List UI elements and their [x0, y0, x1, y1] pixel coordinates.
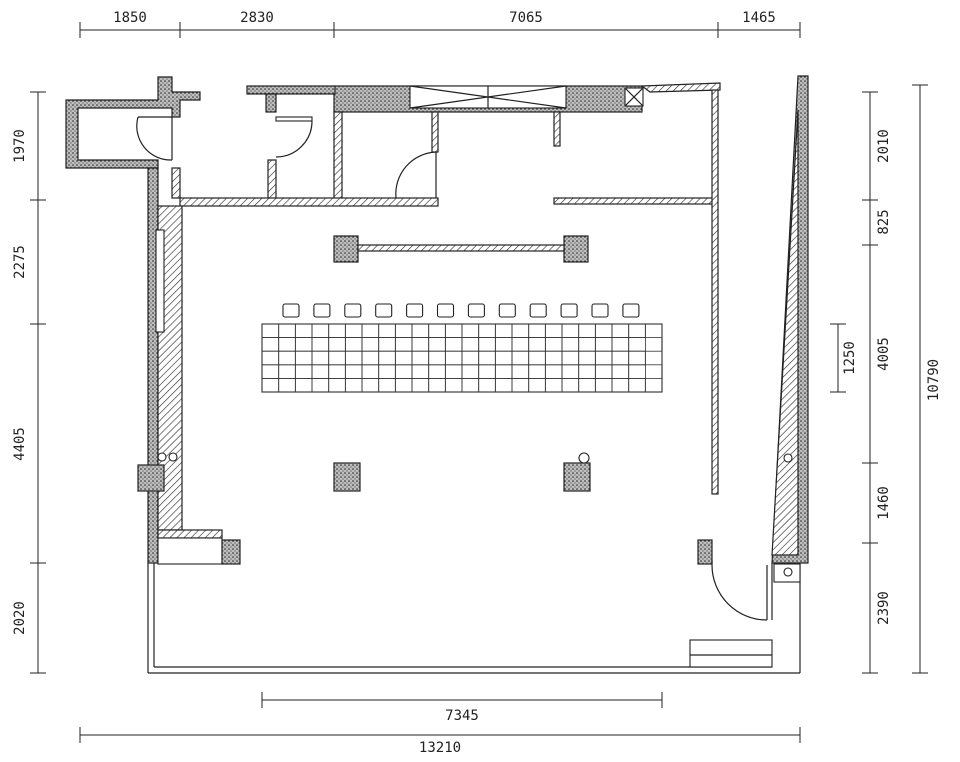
wall-office-right	[711, 89, 719, 495]
wall-washroom-stub	[265, 93, 277, 113]
dim-right-4: 1460	[876, 486, 892, 520]
wall-top-right	[640, 82, 721, 93]
wall-stall-front	[171, 167, 181, 199]
storage-unit	[157, 537, 223, 565]
table-tile	[644, 323, 663, 339]
dim-right-5: 2390	[876, 591, 892, 625]
right-total-dimension: 10790	[912, 84, 942, 674]
wall-top-washroom	[246, 85, 336, 95]
outlet-icon	[168, 452, 178, 462]
screen-rail	[357, 244, 565, 252]
wall-storage-top	[157, 529, 223, 539]
dim-left-1: 1970	[12, 129, 28, 163]
wall-office-stub-left	[431, 111, 439, 153]
wall-office-stub-right	[553, 111, 561, 147]
chair	[622, 303, 640, 318]
pillar-lower-left	[221, 539, 241, 565]
chair	[529, 303, 547, 318]
outlet-icon	[157, 452, 167, 462]
bottom-total-dimension: 13210	[79, 727, 801, 756]
dim-bottom-inner: 7345	[445, 708, 479, 724]
chair	[375, 303, 393, 318]
wall-top-left-room	[65, 76, 201, 169]
wall-washroom-bottom	[179, 197, 439, 207]
table-tile	[644, 377, 663, 393]
dim-inner-vertical: 1250	[842, 341, 858, 375]
column	[563, 462, 591, 492]
right-inner-dimension: 2010 825 4005 1460 2390	[862, 91, 892, 674]
chair-row	[282, 303, 640, 318]
dim-right-1: 2010	[876, 129, 892, 163]
chair	[344, 303, 362, 318]
pillar-lower-right	[697, 539, 713, 565]
chair	[313, 303, 331, 318]
top-dimension: 1850 2830 7065 1465	[79, 10, 801, 38]
chair	[467, 303, 485, 318]
counter-box	[689, 639, 773, 668]
chair	[498, 303, 516, 318]
chair	[560, 303, 578, 318]
chair	[436, 303, 455, 318]
column	[563, 235, 589, 263]
left-wall-slot	[155, 229, 165, 333]
chair	[406, 303, 424, 318]
wall-office-bottom	[553, 197, 715, 205]
chair	[282, 303, 300, 318]
long-table	[261, 323, 663, 393]
dim-right-3: 4005	[876, 337, 892, 371]
dim-right-2: 825	[876, 209, 892, 234]
walls	[65, 75, 809, 674]
wall-left-pillar	[137, 464, 165, 492]
wall-right-slanted-inner	[771, 109, 799, 556]
inner-vertical-dimension: 1250	[830, 323, 858, 393]
chair	[591, 303, 609, 318]
doors	[136, 116, 768, 621]
dim-top-3: 7065	[509, 10, 543, 26]
wall-washroom-divider	[267, 159, 277, 201]
dim-left-4: 2020	[12, 601, 28, 635]
meter-icon	[783, 567, 793, 577]
table-tile	[644, 350, 663, 366]
outlet-icon	[783, 453, 793, 463]
dim-left-2: 2275	[12, 245, 28, 279]
bottom-inner-dimension: 7345	[261, 692, 663, 724]
wall-washroom-right	[333, 111, 343, 201]
dim-top-4: 1465	[742, 10, 776, 26]
dim-top-2: 2830	[240, 10, 274, 26]
dim-bottom-total: 13210	[419, 740, 461, 756]
columns	[333, 235, 591, 492]
wall-left-outer	[147, 167, 159, 564]
dim-left-3: 4405	[12, 427, 28, 461]
drain-icon	[578, 452, 590, 464]
dim-right-total: 10790	[926, 359, 942, 401]
dim-top-1: 1850	[113, 10, 147, 26]
column	[333, 462, 361, 492]
left-dimension: 1970 2275 4405 2020	[12, 91, 46, 674]
column	[333, 235, 359, 263]
